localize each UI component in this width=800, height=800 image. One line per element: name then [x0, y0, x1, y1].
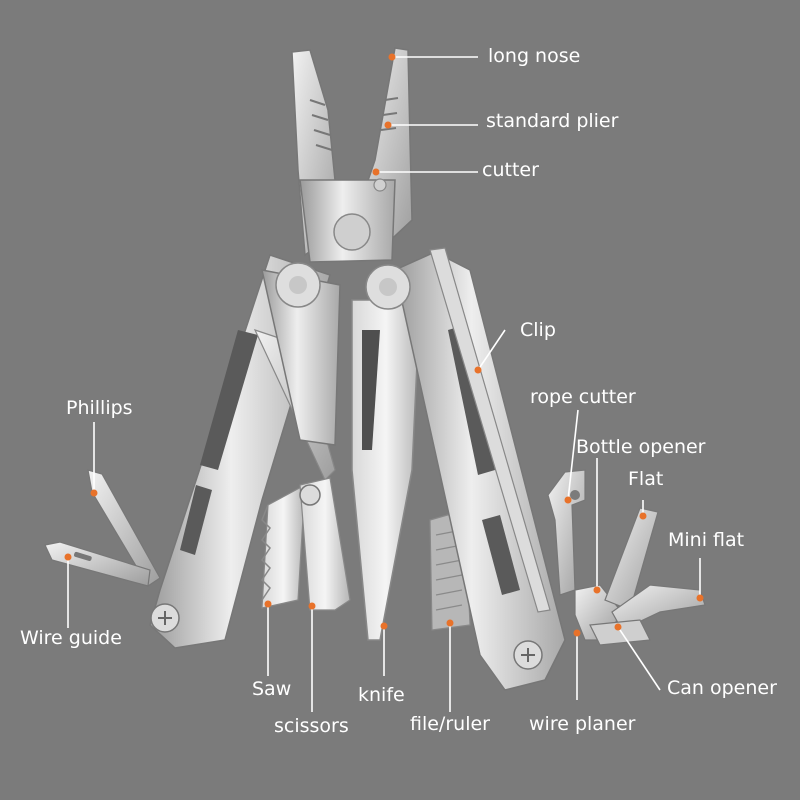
orange-dot-icon [64, 553, 72, 561]
orange-dot-icon [573, 629, 581, 637]
orange-dot-icon [90, 489, 98, 497]
orange-dot-icon [372, 168, 380, 176]
orange-dot-icon [474, 366, 482, 374]
orange-dot-icon [446, 619, 454, 627]
saw-tool [261, 483, 306, 609]
leader-rope-cutter [567, 409, 579, 501]
label-can-opener: Can opener [667, 677, 777, 699]
orange-dot-icon [564, 496, 572, 504]
orange-dot-icon [639, 512, 647, 520]
orange-dot-icon [380, 622, 388, 630]
label-wire-planer: wire planer [529, 713, 636, 735]
knife-tool [351, 299, 421, 641]
clip [429, 247, 551, 613]
label-wire-guide: Wire guide [20, 627, 122, 649]
label-saw: Saw [252, 678, 292, 700]
label-flat: Flat [628, 468, 664, 490]
rope-cutter-tool [547, 469, 586, 596]
label-standard-plier: standard plier [486, 110, 619, 132]
label-phillips: Phillips [66, 397, 133, 419]
phillips-tool [87, 469, 161, 587]
right-handle-slot-upper [448, 325, 495, 475]
plier-jaws [291, 47, 413, 263]
right-handle-slot-lower [482, 515, 520, 595]
orange-dot-icon [264, 600, 272, 608]
label-mini-flat: Mini flat [668, 529, 745, 551]
marker-dots [64, 53, 704, 637]
left-handle-slot-lower [180, 485, 212, 555]
head-pivot [333, 213, 371, 251]
leader-can-opener [617, 626, 661, 691]
label-clip: Clip [520, 319, 556, 341]
wire-guide-tool [44, 541, 151, 587]
label-rope-cutter: rope cutter [530, 386, 636, 408]
label-file-ruler: file/ruler [410, 713, 490, 735]
label-bottle-opener: Bottle opener [576, 436, 706, 458]
orange-dot-icon [696, 594, 704, 602]
orange-dot-icon [614, 623, 622, 631]
left-handle-slot-upper [200, 330, 258, 470]
leader-lines [67, 56, 701, 712]
label-cutter: cutter [482, 159, 539, 181]
label-long-nose: long nose [488, 45, 581, 67]
leader-clip [477, 329, 506, 371]
can-opener-tool [589, 619, 651, 646]
right-handle [394, 251, 566, 691]
label-knife: knife [358, 684, 405, 706]
label-scissors: scissors [274, 715, 349, 737]
orange-dot-icon [308, 602, 316, 610]
orange-dot-icon [384, 121, 392, 129]
orange-dot-icon [388, 53, 396, 61]
orange-dot-icon [593, 586, 601, 594]
